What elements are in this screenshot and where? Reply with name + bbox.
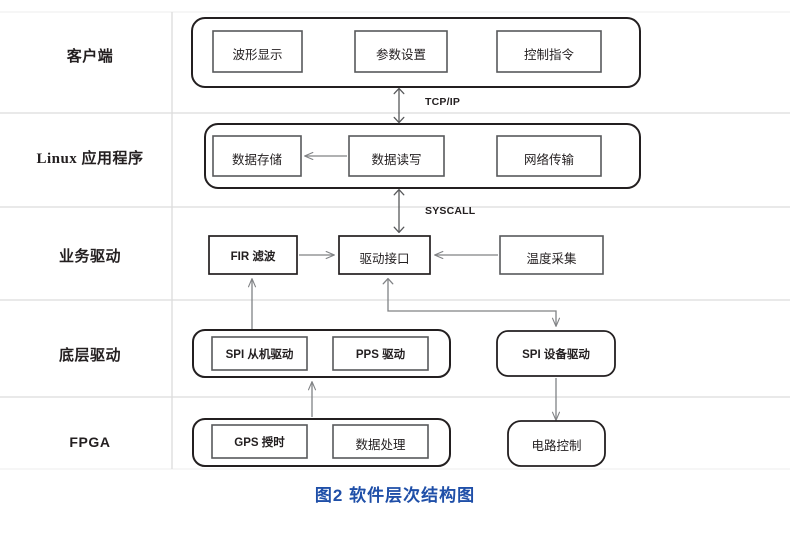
node-data-read-write (348, 135, 445, 177)
lowdrv-group (192, 329, 616, 378)
node-label-pps-driver: PPS 驱动 (355, 349, 406, 361)
edge-syscall (393, 188, 405, 234)
figure-caption: 图2 软件层次结构图 (314, 486, 476, 505)
fpga-group (192, 418, 606, 467)
client-group (191, 17, 641, 88)
layer-separators (0, 11, 790, 470)
node-label-temperature-acq: 温度采集 (526, 252, 577, 266)
node-network-transfer (496, 135, 602, 177)
node-label-fir-filter: FIR 滤波 (230, 251, 276, 263)
node-fir-filter (208, 235, 298, 275)
node-temperature-acq (499, 235, 604, 275)
node-waveform-display (212, 30, 303, 73)
node-spi-device-driver (496, 330, 616, 377)
edge-label-syscall: SYSCALL (425, 205, 476, 217)
layer-label-linuxapp: Linux 应用程序 (36, 151, 144, 167)
edge-tcpip (393, 87, 405, 124)
node-label-data-processing: 数据处理 (355, 438, 406, 452)
node-label-gps-timing: GPS 授时 (234, 437, 285, 449)
service-row (208, 235, 604, 275)
node-label-spi-device-driver: SPI 设备驱动 (522, 349, 590, 361)
node-label-data-read-write: 数据读写 (371, 153, 422, 167)
node-label-parameter-setting: 参数设置 (375, 48, 426, 62)
node-label-data-storage: 数据存储 (231, 153, 282, 167)
node-pps-driver (332, 336, 429, 371)
node-driver-interface (338, 235, 431, 275)
node-label-control-command: 控制指令 (523, 48, 574, 62)
node-label-spi-slave-driver: SPI 从机驱动 (225, 349, 294, 361)
edge-label-tcpip: TCP/IP (425, 96, 461, 108)
layer-label-fpga: FPGA (69, 434, 111, 450)
node-label-circuit-control: 电路控制 (531, 439, 582, 453)
node-spi-slave-driver (211, 336, 308, 371)
linuxapp-group (204, 123, 641, 189)
node-circuit-control (507, 420, 606, 467)
layer-label-service: 业务驱动 (58, 249, 121, 265)
node-label-waveform-display: 波形显示 (232, 48, 283, 62)
node-data-processing (332, 424, 429, 459)
node-label-network-transfer: 网络传输 (523, 153, 574, 167)
edge-interface-to-spidev (382, 277, 556, 326)
node-data-storage (212, 135, 302, 177)
layer-label-lowdrv: 底层驱动 (58, 348, 121, 364)
node-control-command (496, 30, 602, 73)
node-gps-timing (211, 424, 308, 459)
node-parameter-setting (354, 30, 448, 73)
node-label-driver-interface: 驱动接口 (359, 252, 410, 266)
layer-label-client: 客户端 (66, 49, 114, 65)
